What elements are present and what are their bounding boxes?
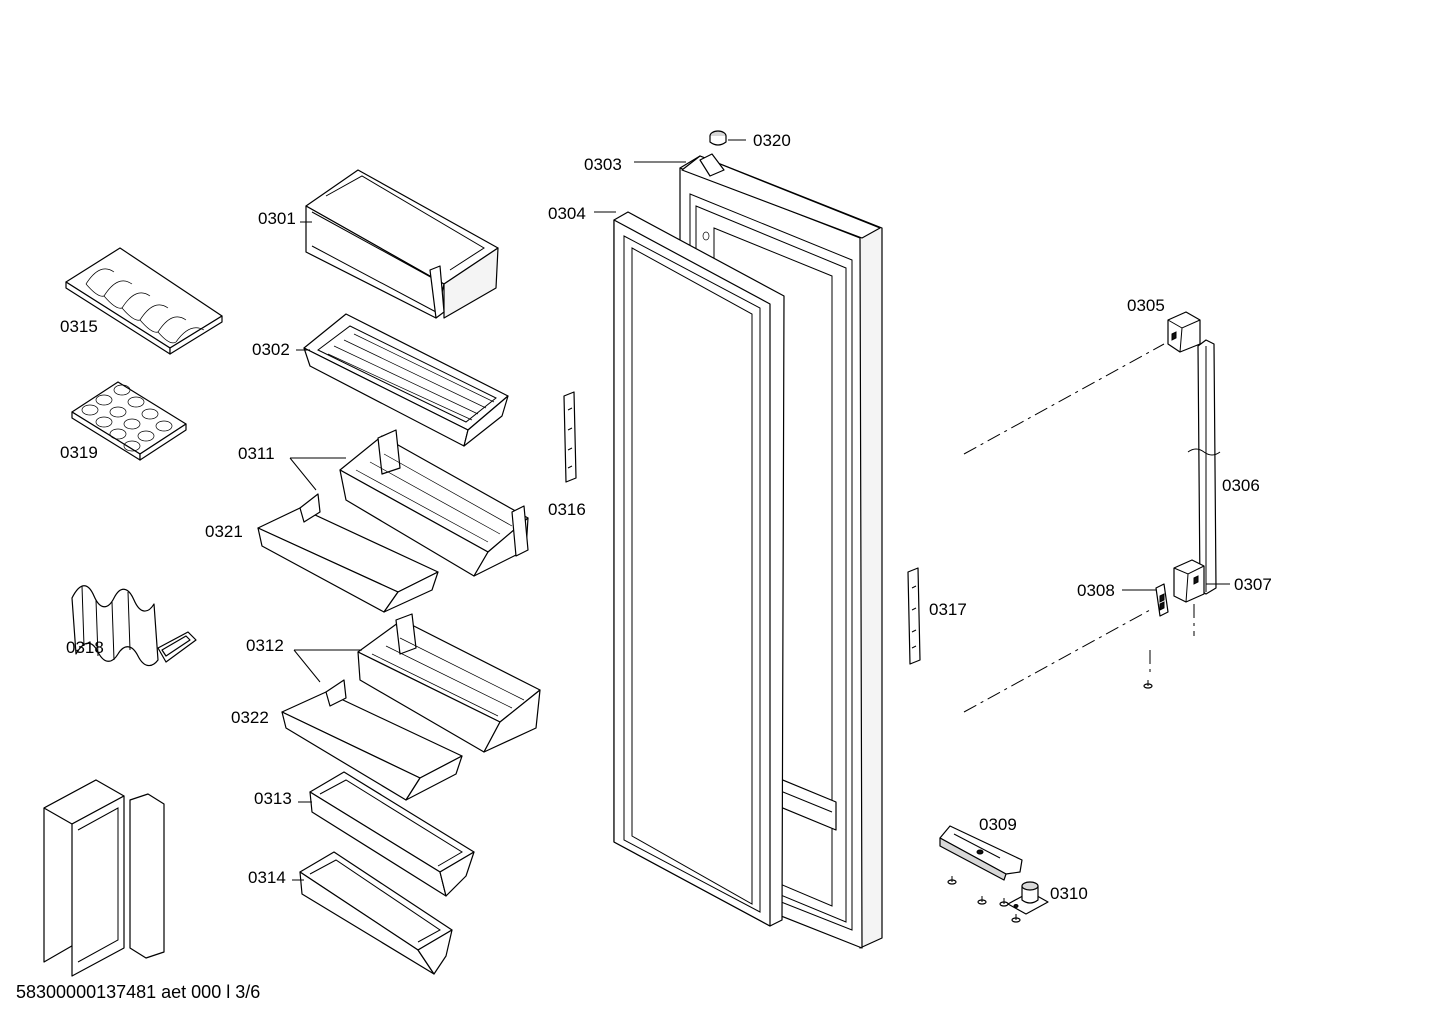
part-0318-bottle-holder (71, 585, 197, 667)
part-0322-bin-front (281, 679, 463, 801)
label-0312: 0312 (246, 636, 284, 655)
label-0315: 0315 (60, 317, 98, 336)
part-0317-strip (907, 567, 921, 665)
label-0308: 0308 (1077, 581, 1115, 600)
part-0314-shallow-bin (299, 851, 453, 975)
label-0318: 0318 (66, 638, 104, 657)
projection-line-upper (963, 343, 1165, 455)
label-0320: 0320 (753, 131, 791, 150)
label-0317: 0317 (929, 600, 967, 619)
drawing-reference: 58300000137481 aet 000 l 3/6 (16, 982, 260, 1002)
label-0319: 0319 (60, 443, 98, 462)
part-0304-door-gasket (613, 211, 785, 927)
part-0319-egg-holder (71, 381, 187, 461)
part-screw (1143, 680, 1153, 689)
part-0301-dairy-compartment (305, 169, 499, 319)
label-0316: 0316 (548, 500, 586, 519)
projection-line-hinge (1149, 604, 1195, 676)
part-0320-plug (709, 130, 727, 146)
label-0314: 0314 (248, 868, 286, 887)
label-0305: 0305 (1127, 296, 1165, 315)
part-0310-hinge-pin (1007, 881, 1049, 915)
part-0305-top-hinge (1167, 311, 1201, 353)
label-0322: 0322 (231, 708, 269, 727)
leader-lines (289, 139, 1230, 881)
part-0308-bracket (1155, 583, 1169, 617)
part-0307-bottom-hinge (1173, 559, 1205, 603)
label-0309: 0309 (979, 815, 1017, 834)
part-0311-door-bin (339, 429, 529, 577)
label-0303: 0303 (584, 155, 622, 174)
part-0309-hinge-plate (939, 825, 1023, 881)
label-0321: 0321 (205, 522, 243, 541)
part-0312-door-bin (357, 613, 541, 753)
part-0315-egg-insert (65, 247, 223, 355)
part-0316-strip (563, 391, 577, 483)
projection-line-lower (963, 609, 1151, 713)
label-0313: 0313 (254, 789, 292, 808)
label-0304: 0304 (548, 204, 586, 223)
part-housing-with-filter (43, 779, 165, 977)
label-0310: 0310 (1050, 884, 1088, 903)
part-0302-shelf (303, 313, 509, 447)
label-0311: 0311 (238, 444, 275, 463)
part-0313-shallow-bin (309, 771, 475, 897)
label-0301: 0301 (258, 209, 296, 228)
label-0306: 0306 (1222, 476, 1260, 495)
label-0307: 0307 (1234, 575, 1272, 594)
label-0302: 0302 (252, 340, 290, 359)
part-screws (947, 876, 1021, 923)
part-0306-vertical-rail (1187, 339, 1221, 595)
part-0321-bin-front (257, 493, 439, 613)
